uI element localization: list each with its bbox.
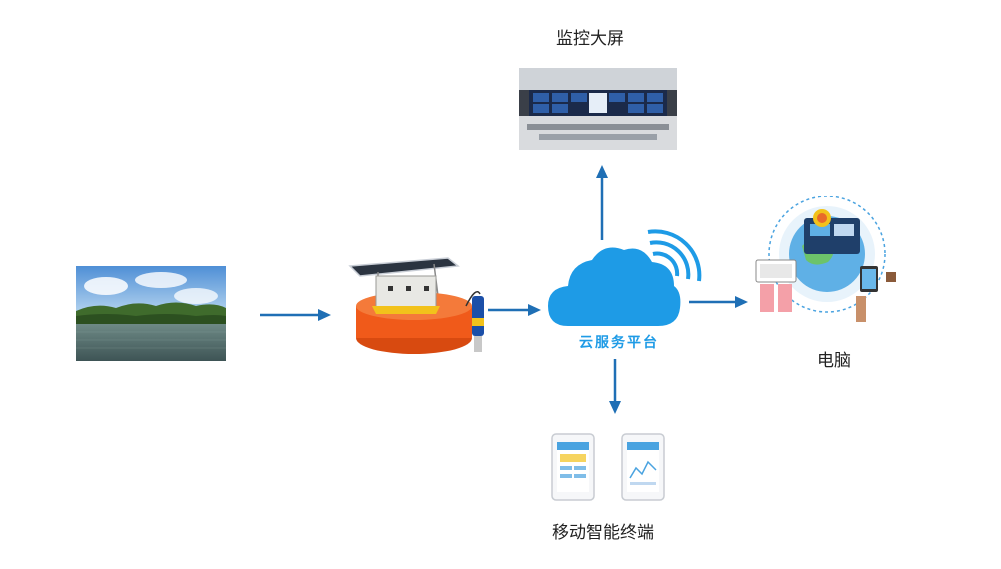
mobile-tablets	[548, 432, 668, 504]
arrow-cloud-to-computer	[687, 295, 749, 309]
arrow-buoy-to-cloud	[486, 303, 542, 317]
control-room-image	[519, 68, 677, 150]
arrow-cloud-to-mobile	[608, 358, 622, 416]
computer-label: 电脑	[817, 351, 851, 371]
arrow-cloud-to-screen	[595, 164, 609, 242]
computer-illustration	[752, 196, 902, 326]
monitoring-buoy	[348, 256, 490, 356]
monitor-screen-label: 监控大屏	[556, 29, 624, 49]
cloud-platform-label: 云服务平台	[579, 335, 659, 351]
mobile-terminal-label: 移动智能终端	[552, 523, 654, 543]
arrow-river-to-buoy	[258, 308, 332, 322]
river-photo	[76, 266, 226, 361]
cloud-platform: 云服务平台	[546, 228, 706, 356]
